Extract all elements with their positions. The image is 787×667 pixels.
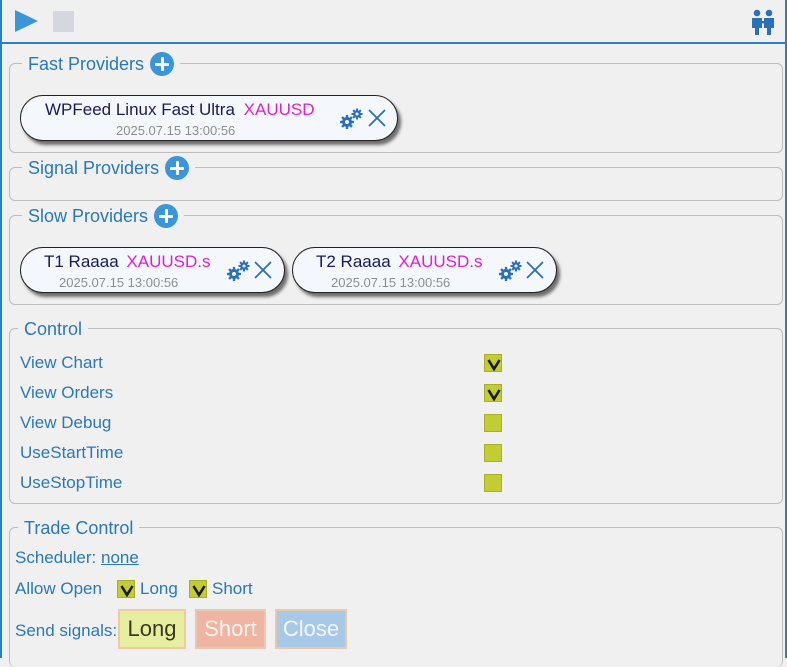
control-title: Control [24,318,83,339]
use-start-time-checkbox[interactable] [484,444,502,462]
slow-provider-chip[interactable]: T1 Raaaa XAUUSD.s 2025.07.15 13:00:56 [20,247,285,293]
play-icon[interactable] [14,10,38,37]
send-long-button[interactable]: Long [118,609,186,649]
use-stop-time-checkbox[interactable] [484,474,502,492]
provider-timestamp: 2025.07.15 13:00:56 [331,275,451,290]
slow-providers-group: Slow Providers [9,204,783,305]
view-orders-checkbox[interactable] [484,384,502,402]
settings-gear-icon[interactable] [498,260,524,287]
provider-timestamp: 2025.07.15 13:00:56 [59,275,179,290]
provider-name: T2 Raaaa [316,252,391,271]
provider-timestamp: 2025.07.15 13:00:56 [116,123,236,138]
slow-providers-title: Slow Providers [28,205,149,226]
allow-short-label: Short [212,579,253,598]
checkmark-icon [120,585,134,597]
allow-long-label: Long [140,579,178,598]
control-header: Control [18,317,89,341]
view-debug-label: View Debug [20,413,112,432]
provider-symbol: XAUUSD.s [126,252,211,271]
send-short-button[interactable]: Short [195,609,266,649]
add-slow-provider-button[interactable] [154,204,179,228]
use-stop-time-label: UseStopTime [20,473,123,492]
signal-providers-header: Signal Providers [22,156,196,180]
trade-control-title: Trade Control [24,517,134,538]
send-close-button[interactable]: Close [275,609,347,649]
provider-symbol: XAUUSD [243,100,315,119]
checkmark-icon [487,359,501,371]
stop-icon[interactable] [53,11,74,32]
fast-providers-group: Fast Providers [9,52,783,153]
provider-name: T1 Raaaa [44,252,119,271]
checkmark-icon [192,585,206,597]
fast-provider-chip[interactable]: WPFeed Linux Fast Ultra XAUUSD 2025.07.1… [20,95,398,141]
slow-provider-chip[interactable]: T2 Raaaa XAUUSD.s 2025.07.15 13:00:56 [292,247,557,293]
provider-name: WPFeed Linux Fast Ultra [45,100,235,119]
signal-providers-group: Signal Providers [9,156,783,201]
use-start-time-label: UseStartTime [20,443,124,462]
allow-short-checkbox[interactable] [189,580,207,598]
remove-close-icon[interactable] [525,260,545,285]
settings-gear-icon[interactable] [226,260,252,287]
fast-providers-header: Fast Providers [22,52,181,76]
slow-providers-header: Slow Providers [22,204,185,228]
trade-control-header: Trade Control [18,516,140,540]
scheduler-link[interactable]: none [101,548,139,567]
view-debug-checkbox[interactable] [484,414,502,432]
control-group: Control [9,317,783,504]
allow-open-label: Allow Open [15,579,102,598]
allow-long-checkbox[interactable] [117,580,135,598]
add-fast-provider-button[interactable] [150,52,175,76]
view-chart-checkbox[interactable] [484,354,502,372]
people-icon[interactable] [751,9,775,40]
toolbar [2,0,785,44]
provider-symbol: XAUUSD.s [398,252,483,271]
send-signals-label: Send signals: [15,621,118,640]
settings-gear-icon[interactable] [339,108,365,135]
view-chart-label: View Chart [20,353,103,372]
remove-close-icon[interactable] [253,260,273,285]
remove-close-icon[interactable] [367,108,387,133]
scheduler-label: Scheduler: [15,548,97,567]
checkmark-icon [487,389,501,401]
add-signal-provider-button[interactable] [165,156,190,180]
trade-control-group: Trade Control [9,516,783,667]
signal-providers-title: Signal Providers [28,157,160,178]
view-orders-label: View Orders [20,383,114,402]
fast-providers-title: Fast Providers [28,53,145,74]
